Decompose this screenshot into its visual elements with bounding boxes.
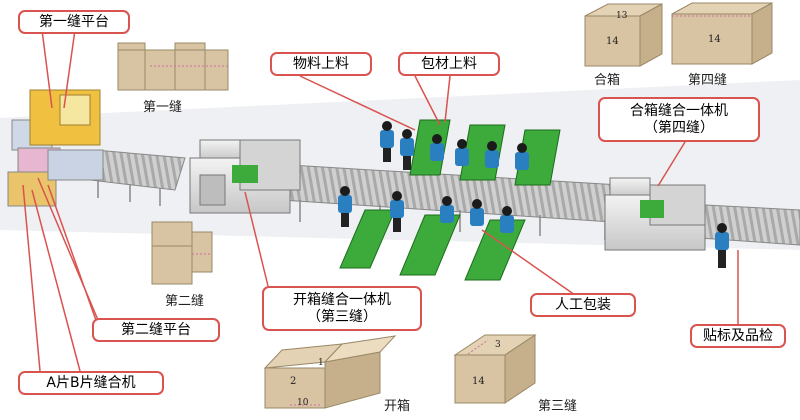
callout-material-feed: 物料上料: [270, 52, 372, 76]
workers: [338, 121, 729, 268]
box-combine-front-number: 14: [606, 36, 619, 47]
callout-combine-machine: 合箱缝合一体机 （第四缝）: [598, 97, 760, 142]
callout-manual-packing: 人工包装: [530, 293, 636, 317]
box-combine: [584, 3, 663, 67]
callout-seam1-platform: 第一缝平台: [18, 10, 130, 34]
caption-open: 开箱: [384, 399, 411, 414]
box-combine-top-number: 13: [616, 11, 628, 21]
box-seam3-front-number: 14: [472, 376, 485, 387]
open-machine-line1: 开箱缝合一体机: [293, 292, 391, 308]
caption-seam1: 第一缝: [143, 100, 183, 115]
callout-ab-machine: A片B片缝合机: [18, 371, 164, 395]
box-seam3-top-number: 3: [495, 340, 501, 350]
box-open-bottom-number: 10: [297, 398, 309, 408]
combine-box-machine: [604, 177, 706, 251]
conveyor-1-legs: [97, 180, 161, 206]
blank-seam1: [117, 42, 229, 91]
caption-seam2: 第二缝: [165, 294, 205, 309]
box-seam4-front-number: 14: [708, 34, 721, 45]
combine-machine-line1: 合箱缝合一体机: [630, 103, 728, 119]
caption-seam4: 第四缝: [688, 73, 728, 88]
ab-seam-machine: [7, 89, 104, 207]
caption-seam3: 第三缝: [538, 399, 578, 414]
callout-open-machine: 开箱缝合一体机 （第三缝）: [262, 286, 422, 331]
box-open-flap-number: 1: [318, 358, 324, 368]
box-seam4: [671, 2, 773, 65]
open-box-machine: [189, 139, 301, 214]
callout-labeling: 贴标及品检: [690, 324, 786, 348]
caption-combine: 合箱: [594, 73, 621, 88]
box-open-front-number: 2: [290, 376, 297, 387]
blank-seam2: [151, 221, 213, 285]
box-open: [263, 335, 397, 409]
callout-seam2-platform: 第二缝平台: [92, 318, 220, 342]
open-machine-line2: （第三缝）: [307, 309, 377, 325]
box-seam3: [453, 334, 537, 404]
callout-packing-feed: 包材上料: [398, 52, 500, 76]
leader-lines: [22, 29, 739, 372]
combine-machine-line2: （第四缝）: [644, 120, 714, 136]
